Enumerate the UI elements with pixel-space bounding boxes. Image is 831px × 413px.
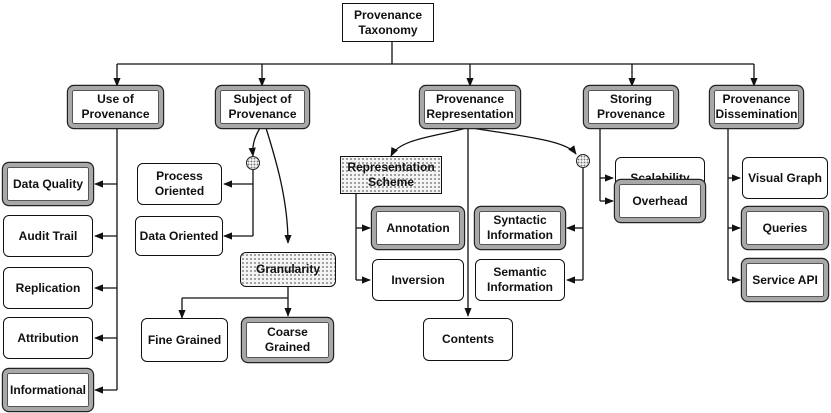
node-data-oriented: Data Oriented <box>135 216 223 256</box>
node-contents: Contents <box>423 318 513 361</box>
node-process-oriented: Process Oriented <box>137 163 222 205</box>
category-use-of-provenance: Use of Provenance <box>68 86 163 128</box>
node-attribution: Attribution <box>3 317 93 359</box>
node-coarse-grained: Coarse Grained <box>242 318 333 362</box>
node-syntactic-information: Syntactic Information <box>475 207 565 249</box>
node-semantic-information: Semantic Information <box>475 259 565 301</box>
node-visual-graph: Visual Graph <box>742 157 828 199</box>
category-provenance-representation: Provenance Representation <box>420 86 520 128</box>
node-replication: Replication <box>3 267 93 309</box>
node-annotation: Annotation <box>372 207 464 249</box>
node-informational: Informational <box>3 369 93 411</box>
node-overhead: Overhead <box>615 180 705 222</box>
node-service-api: Service API <box>742 259 828 301</box>
node-representation-scheme: Representation Scheme <box>340 156 442 194</box>
node-audit-trail: Audit Trail <box>3 215 93 257</box>
category-subject-of-provenance: Subject of Provenance <box>216 86 309 128</box>
node-fine-grained: Fine Grained <box>141 318 228 362</box>
representation-junction <box>576 154 590 168</box>
root-node: Provenance Taxonomy <box>342 3 434 42</box>
subject-junction <box>246 156 260 170</box>
node-inversion: Inversion <box>372 259 464 301</box>
node-queries: Queries <box>742 207 828 249</box>
category-storing-provenance: Storing Provenance <box>584 86 678 128</box>
node-data-quality: Data Quality <box>3 163 93 205</box>
category-provenance-dissemination: Provenance Dissemination <box>710 86 803 128</box>
node-granularity: Granularity <box>240 252 336 287</box>
